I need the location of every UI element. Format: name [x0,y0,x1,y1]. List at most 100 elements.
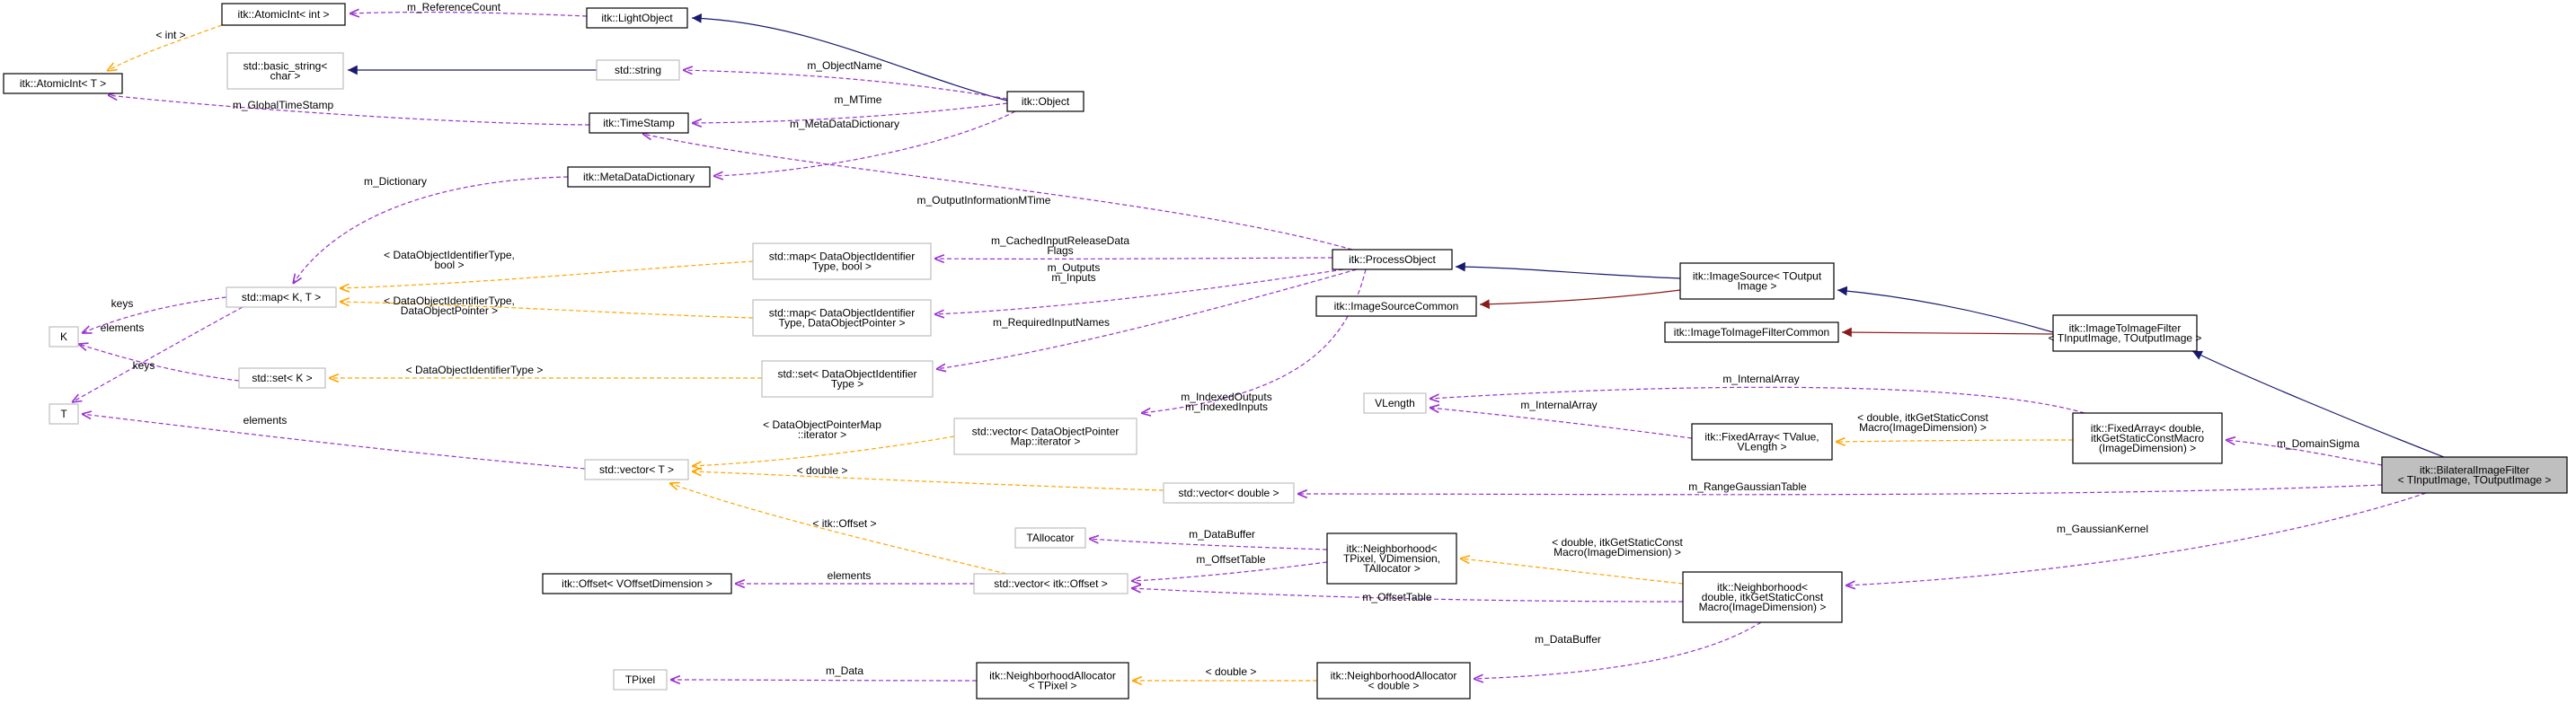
node-box [1315,295,1477,317]
edge-e35: < itk::Offset > [669,483,1007,575]
edge-e31: m_DomainSigma [2226,437,2383,466]
edge-line [936,268,1358,369]
edge-line [934,258,1333,259]
node-label: itk::ImageToImageFilterCommon [1674,326,1829,339]
edge-line [350,13,588,16]
node-label: VLength [1375,397,1415,409]
node-label: std::map< K, T > [242,291,321,304]
edge-e37: m_OffsetTable [1131,553,1328,581]
node-label: char > [270,70,301,83]
class-node-offset[interactable]: itk::Offset< VOffsetDimension > [542,573,732,594]
class-node-imagesource[interactable]: itk::ImageSource< TOutputImage > [1679,262,1835,300]
node-label: < TInputImage, TOutputImage > [2049,332,2202,345]
node-box [973,573,1129,594]
edge-label: m_GaussianKernel [2057,523,2148,535]
edge-e8: m_MetaDataDictionary [713,110,1016,176]
edge-label: m_MetaDataDictionary [790,118,899,130]
class-node-fixedarray-d[interactable]: itk::FixedArray< double,itkGetStaticCons… [2072,412,2223,464]
class-node-lightobject[interactable]: itk::LightObject [586,7,688,29]
edge-label: m_RangeGaussianTable [1688,480,1807,493]
class-node-imagesourcecommon[interactable]: itk::ImageSourceCommon [1315,295,1477,317]
class-node-timestamp[interactable]: itk::TimeStamp [589,112,689,134]
node-label: TAllocator > [1363,562,1420,575]
class-node-neigh-tp[interactable]: itk::Neighborhood<TPixel, VDimension,TAl… [1326,532,1457,585]
edge-e42: m_DataBuffer [1474,621,1762,679]
node-box [761,360,934,398]
node-label: itk::Offset< VOffsetDimension > [562,577,713,590]
node-box [1326,532,1457,585]
class-node-bilateral[interactable]: itk::BilateralImageFilter< TInputImage, … [2381,456,2568,494]
edge-label: Macro(ImageDimension) > [1859,421,1987,434]
edge-line [692,471,1164,491]
edge-e29: m_InternalArray [1430,399,1693,439]
edge-label: keys [133,359,155,372]
edge-line [1479,289,1681,310]
node-box [2381,456,2568,494]
edge-label: bool > [434,259,464,271]
edge-line [2191,350,2445,458]
node-box [1316,662,1471,700]
edge-label: m_Inputs [1051,271,1095,284]
edge-line [691,13,1008,101]
class-node-set-k: std::set< K > [238,367,326,389]
edge-e6: m_ObjectName [683,59,1008,100]
class-node-map-kt: std::map< K, T > [226,286,337,308]
edge-line [1141,268,1367,413]
node-box [1682,571,1843,623]
class-node-atomicint-int[interactable]: itk::AtomicInt< int > [221,3,346,26]
node-label: itk::MetaDataDictionary [583,171,695,183]
edge-e1: m_ReferenceCount [350,1,588,16]
node-label: TPixel, VDimension, [1343,552,1440,565]
edge-e24: elements [72,306,243,402]
edge-line [1430,408,1693,439]
edge-e23: keys [82,296,227,333]
edge-e40: m_OffsetTable [1131,588,1684,603]
edge-e19 [1841,327,2054,338]
edge-e9: m_Dictionary [293,175,569,284]
edge-label: m_DataBuffer [1189,528,1255,541]
edge-e27: elements [82,414,586,470]
edge-line [670,680,978,681]
edge-label: Macro(ImageDimension) > [1554,546,1681,559]
node-label: < double > [1368,680,1420,692]
node-box [49,403,79,425]
node-box [2052,314,2198,352]
node-box [589,112,689,134]
class-node-imagetoimagecommon[interactable]: itk::ImageToImageFilterCommon [1664,321,1839,343]
class-node-vec-dop: std::vector< DataObjectPointerMap::itera… [953,418,1138,455]
edge-line [1836,440,2074,442]
class-node-processobject[interactable]: itk::ProcessObject [1332,249,1453,270]
node-label: Image > [1738,280,1777,293]
edge-label: elements [243,414,288,427]
edge-e11 [1455,261,1681,279]
class-node-na-tpixel[interactable]: itk::NeighborhoodAllocator< TPixel > [976,662,1129,700]
edge-label: < double, itkGetStaticConst [1552,536,1683,549]
edge-line [669,483,1007,575]
node-box [226,286,337,308]
edge-label: m_GlobalTimeStamp [233,99,334,111]
edge-e34: m_RangeGaussianTable [1297,480,2383,495]
node-box [1006,91,1084,112]
node-label: Macro(ImageDimension) > [1699,601,1827,613]
class-node-imagetoimage[interactable]: itk::ImageToImageFilter< TInputImage, TO… [2049,314,2202,352]
node-label: Type > [831,378,863,391]
edge-label: m_MTime [835,93,882,106]
edge-line [934,268,1344,314]
class-node-object[interactable]: itk::Object [1006,91,1084,112]
class-node-atomicint-t[interactable]: itk::AtomicInt< T > [3,73,123,94]
edge-label: m_IndexedInputs [1185,400,1268,413]
class-node-basic-string: std::basic_string<char > [226,52,344,90]
edge-e30: < double, itkGetStaticConstMacro(ImageDi… [1836,411,2074,442]
class-node-fixedarray-tv[interactable]: itk::FixedArray< TValue,VLength > [1691,423,1833,461]
class-node-metadatadict[interactable]: itk::MetaDataDictionary [567,166,711,188]
node-label: TPixel [625,673,655,686]
class-node-na-double[interactable]: itk::NeighborhoodAllocator< double > [1316,662,1471,700]
edge-e26: < DataObjectIdentifierType > [329,364,763,378]
class-node-neigh-d[interactable]: itk::Neighborhood<double, itkGetStaticCo… [1682,571,1843,623]
edge-e38: elements [735,569,975,584]
node-box [586,7,688,29]
node-label: std::map< DataObjectIdentifier [769,251,915,263]
edge-label: < double, itkGetStaticConst [1857,411,1988,424]
edge-label: m_DomainSigma [2277,437,2359,450]
edge-e4 [691,13,1008,101]
